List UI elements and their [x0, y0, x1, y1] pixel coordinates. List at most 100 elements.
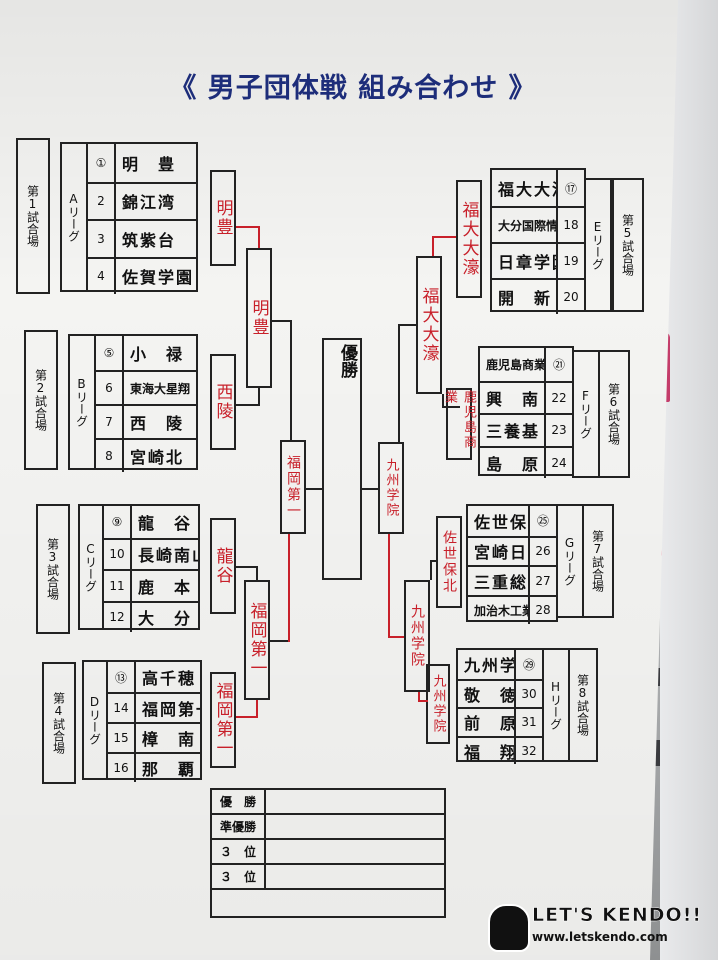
- team-number: 23: [544, 415, 572, 446]
- bracket-line: [256, 566, 258, 580]
- team-name: 三養基: [486, 422, 541, 442]
- venue-label: 第5試合場: [612, 178, 644, 312]
- team-name: 日章学園: [498, 253, 556, 272]
- team-list: 佐世保北㉕宮崎日大26三重総合27加治木工業28: [466, 504, 558, 624]
- team-row: 佐世保北㉕: [468, 506, 556, 536]
- team-row: 福大大濠⑰: [492, 170, 584, 206]
- venue-label: 第2試合場: [24, 330, 58, 470]
- team-number: 8: [96, 440, 124, 472]
- team-number: 4: [88, 258, 116, 294]
- winner-league-f: 鹿児島商業: [442, 388, 476, 460]
- league-label: Eリーグ: [584, 178, 612, 312]
- team-number: ⑰: [556, 170, 584, 206]
- winner-league-c: 龍谷: [210, 518, 236, 614]
- team-name: 鹿 本: [138, 577, 193, 597]
- team-name: 鹿児島商業: [486, 357, 544, 372]
- bracket-line: [442, 406, 460, 408]
- team-name: 島 原: [486, 454, 541, 474]
- results-label: ３ 位: [212, 840, 266, 863]
- team-name: 福大大濠: [498, 180, 556, 199]
- venue-label: 第7試合場: [582, 504, 614, 618]
- bracket-line: [430, 560, 432, 580]
- winner-league-a: 明豊: [210, 170, 236, 266]
- bracket-line: [258, 386, 260, 406]
- results-label: 優 勝: [212, 790, 266, 813]
- team-name: 大 分: [138, 609, 193, 629]
- team-number: ㉙: [514, 650, 542, 679]
- bracket-line: [362, 488, 378, 490]
- league-label: Gリーグ: [556, 504, 584, 618]
- results-label: 準優勝: [212, 815, 266, 838]
- team-number: ⑤: [96, 336, 124, 370]
- team-number: ①: [88, 144, 116, 182]
- results-table: 優 勝 準優勝 ３ 位 ３ 位: [210, 788, 446, 918]
- team-row: 11 鹿 本: [104, 569, 198, 601]
- bracket-line: [418, 700, 428, 702]
- team-number: 15: [108, 724, 136, 752]
- winner-semi-gh: 九州学院: [404, 580, 430, 692]
- team-name: 長崎南山: [138, 546, 198, 566]
- team-number: 11: [104, 571, 132, 601]
- winner-league-g: 佐世保北: [436, 516, 462, 608]
- winner-final-left: 福岡第一: [280, 440, 306, 534]
- team-name: 明 豊: [122, 154, 177, 174]
- league-label: Bリーグ: [68, 334, 96, 470]
- bracket-line: [258, 226, 260, 248]
- winner-semi-ef: 福大大濠: [416, 256, 442, 394]
- team-name: 佐世保北: [474, 512, 528, 532]
- league-label: Dリーグ: [82, 660, 108, 780]
- bracket-line: [236, 226, 260, 228]
- bracket-line: [398, 324, 400, 442]
- team-name: 敬 徳: [464, 685, 514, 705]
- team-name: 加治木工業: [474, 603, 528, 618]
- team-number: 12: [104, 602, 132, 632]
- bracket-line: [290, 320, 292, 440]
- winner-final-right: 九州学院: [378, 442, 404, 534]
- champion-label: 優勝: [337, 344, 357, 378]
- team-row: 宮崎日大26: [468, 535, 556, 565]
- results-row: ３ 位: [212, 840, 444, 865]
- league-label: Aリーグ: [60, 142, 88, 292]
- team-row: 12 大 分: [104, 600, 198, 632]
- team-number: 2: [88, 183, 116, 219]
- results-label: ３ 位: [212, 865, 266, 888]
- team-number: 27: [528, 567, 556, 595]
- team-number: ㉕: [528, 506, 556, 536]
- team-name: 九州学院: [464, 656, 514, 676]
- team-number: 32: [514, 737, 542, 764]
- results-row: 準優勝: [212, 815, 444, 840]
- team-list: 福大大濠⑰大分国際情報18日章学園19開 新20: [490, 168, 586, 314]
- bracket-line: [430, 560, 436, 562]
- venue-label: 第1試合場: [16, 138, 50, 294]
- team-number: 14: [108, 694, 136, 722]
- winner-league-e: 福大大濠: [456, 180, 482, 298]
- logo-url: www.letskendo.com: [532, 930, 668, 944]
- team-name: 那 覇: [142, 760, 197, 779]
- bracket-line: [306, 488, 322, 490]
- bracket-line: [418, 692, 420, 702]
- team-number: 3: [88, 221, 116, 257]
- team-name: 開 新: [498, 289, 553, 308]
- team-row: 日章学園19: [492, 242, 584, 278]
- team-row: ① 明 豊: [88, 144, 196, 182]
- venue-label: 第3試合場: [36, 504, 70, 634]
- champion-box: 優勝: [322, 338, 362, 580]
- team-number: 22: [544, 382, 572, 413]
- team-row: 加治木工業28: [468, 594, 556, 624]
- bracket-line: [398, 324, 416, 326]
- team-name: 龍 谷: [138, 513, 193, 533]
- board-title: 《 男子団体戦 組み合わせ 》: [169, 73, 537, 104]
- bracket-line: [388, 636, 404, 638]
